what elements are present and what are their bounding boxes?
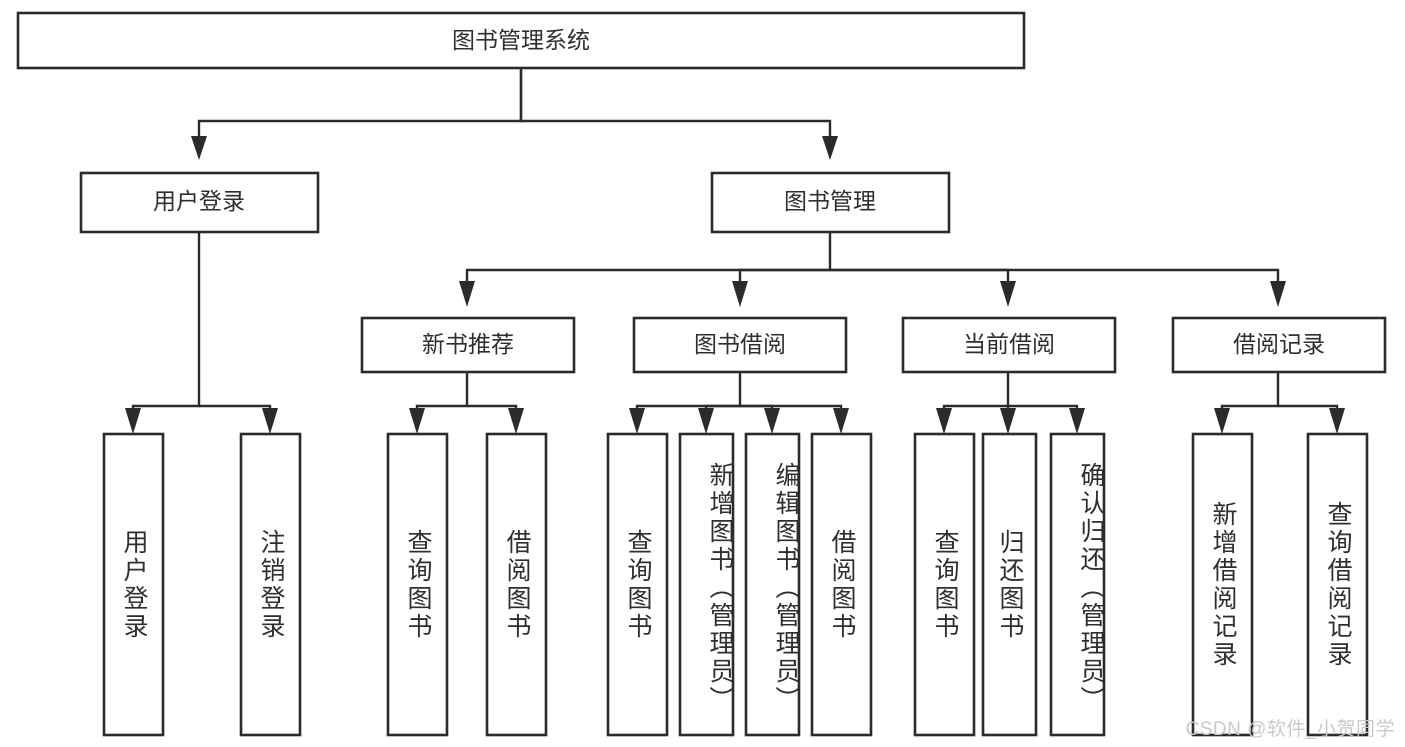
connector-ul-to-leaf-0 xyxy=(131,232,201,411)
arrowhead-nb-leaf-0 xyxy=(409,408,425,434)
arrowhead-br-leaf-1 xyxy=(1329,408,1345,434)
node-root-label: 图书管理系统 xyxy=(452,27,590,53)
connector-br-to-leaf-0 xyxy=(1220,372,1280,411)
node-book-borrow-box[interactable] xyxy=(632,316,848,374)
node-current-borrow-box[interactable] xyxy=(901,316,1117,374)
node-new-book-recommend-label: 新书推荐 xyxy=(422,331,514,357)
arrowhead-book-manage xyxy=(822,136,838,160)
csdn-watermark: CSDN @软件_小贺同学 xyxy=(1185,719,1395,740)
arrowhead-ul-leaf-1 xyxy=(262,408,278,434)
node-book-manage[interactable]: 图书管理 xyxy=(710,171,951,234)
connector-br-to-leaf-1 xyxy=(1278,404,1339,411)
arrowhead-br-leaf-0 xyxy=(1214,408,1230,434)
leaf-box-new-book-1[interactable] xyxy=(485,432,548,737)
connector-cb-to-leaf-0 xyxy=(942,372,1010,411)
arrowhead-new-book xyxy=(459,281,475,307)
arrowhead-cb-leaf-2 xyxy=(1069,408,1085,434)
arrowhead-user-login xyxy=(191,136,207,160)
leaf-box-user-login-0[interactable] xyxy=(102,432,165,737)
leaf-box-current-borrow-2[interactable] xyxy=(1049,432,1106,737)
connector-root-to-user-login xyxy=(197,68,523,140)
leaf-box-user-login-1[interactable] xyxy=(239,432,302,737)
arrowhead-nb-leaf-1 xyxy=(508,408,524,434)
connector-group-book-manage xyxy=(459,232,1286,307)
node-current-borrow[interactable]: 当前借阅 xyxy=(901,316,1117,374)
node-user-login-label: 用户登录 xyxy=(153,188,245,214)
connector-group-book-borrow xyxy=(629,372,849,434)
arrowhead-borrow-record xyxy=(1270,281,1286,307)
connector-group-root xyxy=(191,68,838,160)
node-book-manage-box[interactable] xyxy=(710,171,951,234)
arrowhead-book-borrow xyxy=(732,281,748,307)
leaf-box-book-borrow-0[interactable] xyxy=(606,432,669,737)
arrowhead-cb-leaf-0 xyxy=(936,408,952,434)
arrowhead-bb-leaf-2 xyxy=(764,408,780,434)
node-book-borrow[interactable]: 图书借阅 xyxy=(632,316,848,374)
leaf-box-book-borrow-3[interactable] xyxy=(810,432,873,737)
leaf-box-current-borrow-0[interactable] xyxy=(913,432,976,737)
arrowhead-cb-leaf-1 xyxy=(1000,408,1016,434)
arrowhead-bb-leaf-1 xyxy=(698,408,714,434)
node-borrow-record-box[interactable] xyxy=(1171,316,1387,374)
arrowhead-current-borrow xyxy=(1000,281,1016,307)
leaf-box-new-book-0[interactable] xyxy=(386,432,449,737)
node-borrow-record-label: 借阅记录 xyxy=(1233,331,1325,357)
node-root[interactable]: 图书管理系统 xyxy=(16,11,1026,70)
connector-bm-to-new-book xyxy=(465,232,832,284)
arrowhead-bb-leaf-3 xyxy=(833,408,849,434)
connector-bb-to-leaf-3 xyxy=(740,404,843,411)
leaf-box-current-borrow-1[interactable] xyxy=(981,432,1038,737)
leaf-box-book-borrow-2[interactable] xyxy=(744,432,801,737)
connector-group-borrow-record xyxy=(1214,372,1345,434)
node-user-login-box[interactable] xyxy=(79,171,320,234)
leaf-box-borrow-record-0[interactable] xyxy=(1191,432,1254,737)
connector-root-to-book-manage xyxy=(519,68,832,140)
arrowhead-bb-leaf-0 xyxy=(629,408,645,434)
node-current-borrow-label: 当前借阅 xyxy=(963,331,1055,357)
connector-bm-to-current-borrow xyxy=(830,268,1010,284)
leaf-box-borrow-record-1[interactable] xyxy=(1306,432,1369,737)
connector-bm-to-book-borrow xyxy=(738,268,830,284)
node-book-manage-label: 图书管理 xyxy=(784,188,876,214)
node-book-borrow-label: 图书借阅 xyxy=(694,331,786,357)
connector-ul-to-leaf-1 xyxy=(199,404,272,411)
leaf-box-book-borrow-1[interactable] xyxy=(678,432,735,737)
node-new-book-recommend[interactable]: 新书推荐 xyxy=(360,316,576,374)
node-new-book-recommend-box[interactable] xyxy=(360,316,576,374)
connector-group-user-login xyxy=(125,232,278,434)
arrowhead-ul-leaf-0 xyxy=(125,408,141,434)
connector-group-new-book xyxy=(409,372,524,434)
connector-cb-to-leaf-2 xyxy=(1008,404,1079,411)
connector-group-current-borrow xyxy=(936,372,1085,434)
connector-bm-to-borrow-record xyxy=(830,268,1280,284)
node-user-login[interactable]: 用户登录 xyxy=(79,171,320,234)
node-root-box[interactable] xyxy=(16,11,1026,70)
connector-nb-to-leaf-0 xyxy=(415,372,469,411)
node-borrow-record[interactable]: 借阅记录 xyxy=(1171,316,1387,374)
